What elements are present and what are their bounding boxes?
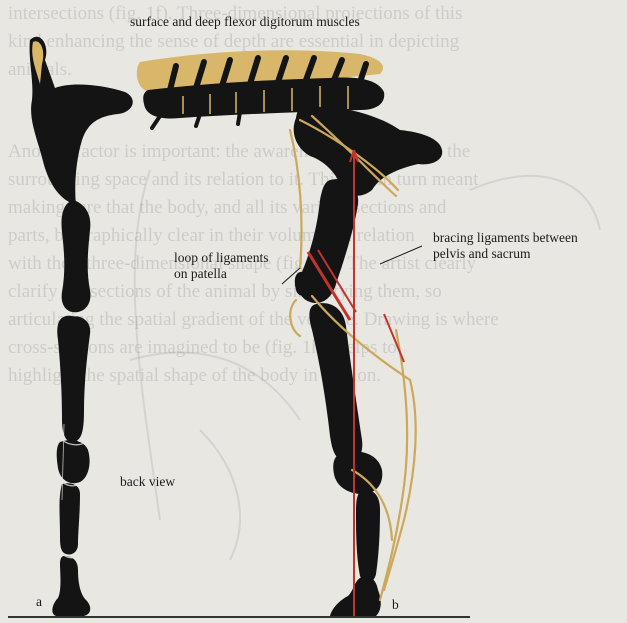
label-back-view: back view [120,474,175,490]
cannon-bone [60,483,81,554]
femur-bone [62,200,91,312]
back-view-skeleton [30,37,133,616]
label-flexor-muscles: surface and deep flexor digitorum muscle… [130,14,360,30]
label-figure-a: a [36,594,42,610]
hind-leg-skeleton [295,179,383,616]
label-figure-b: b [392,597,399,613]
pastern-bone [52,556,90,616]
pelvis-bone [30,37,133,205]
label-patella-ligaments: loop of ligaments on patella [174,250,269,282]
cannon-side-bone [356,490,380,583]
tibia-bone [57,316,90,443]
hoof-side-bone [330,577,381,617]
label-bracing-ligaments: bracing ligaments between pelvis and sac… [433,230,578,262]
hock-bone [57,440,90,483]
